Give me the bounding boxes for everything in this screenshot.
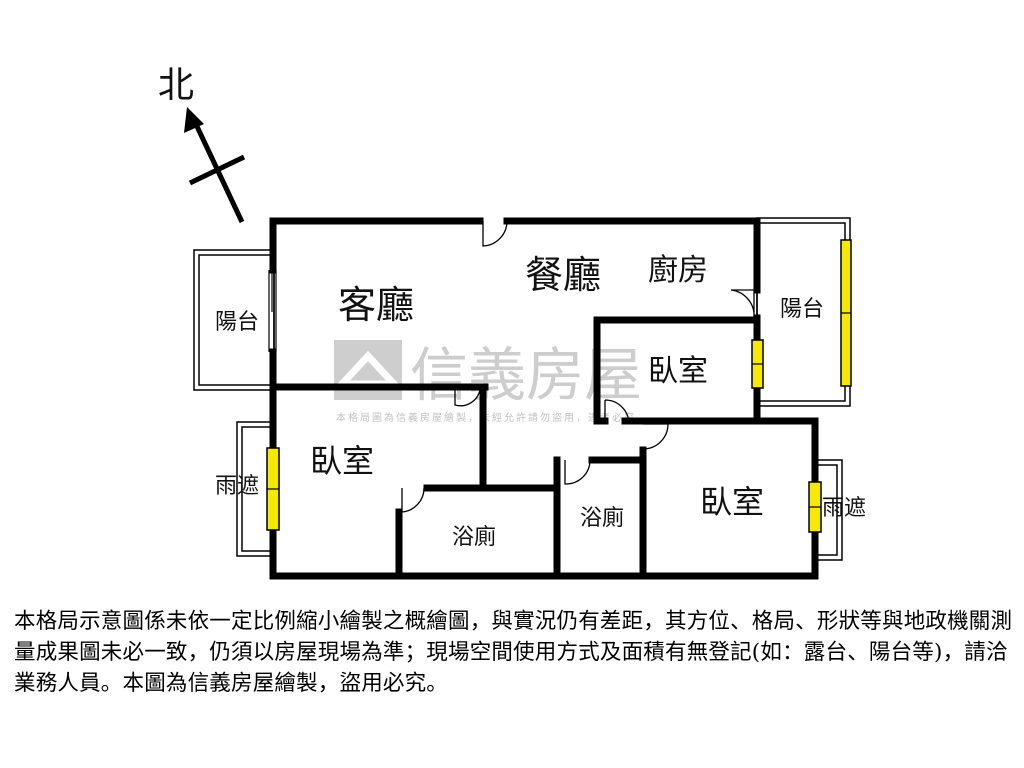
bedroom-small-label: 臥室: [648, 354, 708, 389]
watermark-logo: 信義房屋 本格局圖為信義房屋繪製，未經允許請勿盜用，違者必究: [333, 340, 642, 424]
bathroom-1-label: 浴廁: [452, 525, 496, 550]
kitchen-balcony-door: [730, 289, 755, 319]
canopy-east-label: 雨遮: [822, 496, 866, 521]
balcony-west-label: 陽台: [215, 310, 259, 335]
balcony-east-label: 陽台: [780, 297, 824, 322]
compass-crossbar: [188, 154, 246, 186]
balcony-west-door: [268, 270, 277, 352]
window-dividers: [267, 312, 851, 508]
small-bedroom-door: [604, 399, 630, 425]
room-labels: 客廳 餐廳 廚房 陽台 陽台 臥室 臥室 臥室 浴廁 浴廁 雨遮 雨遮: [215, 253, 866, 550]
bathroom-2-door: [564, 459, 591, 485]
floor-plan-diagram: 北 信義房屋 本格局圖為信義房屋繪製，未經允許請勿盜用，違者必究: [158, 65, 866, 580]
compass-arrowhead: [184, 107, 204, 133]
canopy-west-label: 雨遮: [215, 474, 259, 499]
watermark-logo-box: [334, 340, 402, 400]
living-room-label: 客廳: [338, 283, 414, 327]
compass-north-label: 北: [158, 65, 194, 106]
watermark-brand: 信義房屋: [410, 341, 642, 409]
kitchen-label: 廚房: [648, 253, 708, 288]
entrance-door: [482, 220, 508, 247]
disclaimer-text: 本格局示意圖係未依一定比例縮小繪製之概繪圖，與實況仍有差距，其方位、格局、形狀等…: [14, 609, 1013, 696]
bathroom-2-label: 浴廁: [580, 506, 624, 531]
bathroom-1-door: [401, 487, 425, 513]
bedroom-east-door: [642, 423, 669, 450]
bedroom-west-door: [454, 389, 481, 407]
dining-room-label: 餐廳: [525, 253, 601, 297]
balcony-west-inner: [198, 254, 275, 386]
north-compass: 北: [158, 65, 246, 224]
bedroom-west-label: 臥室: [310, 442, 374, 480]
walls: [269, 217, 819, 580]
door-swings: [401, 220, 755, 513]
bedroom-east-label: 臥室: [700, 483, 764, 521]
